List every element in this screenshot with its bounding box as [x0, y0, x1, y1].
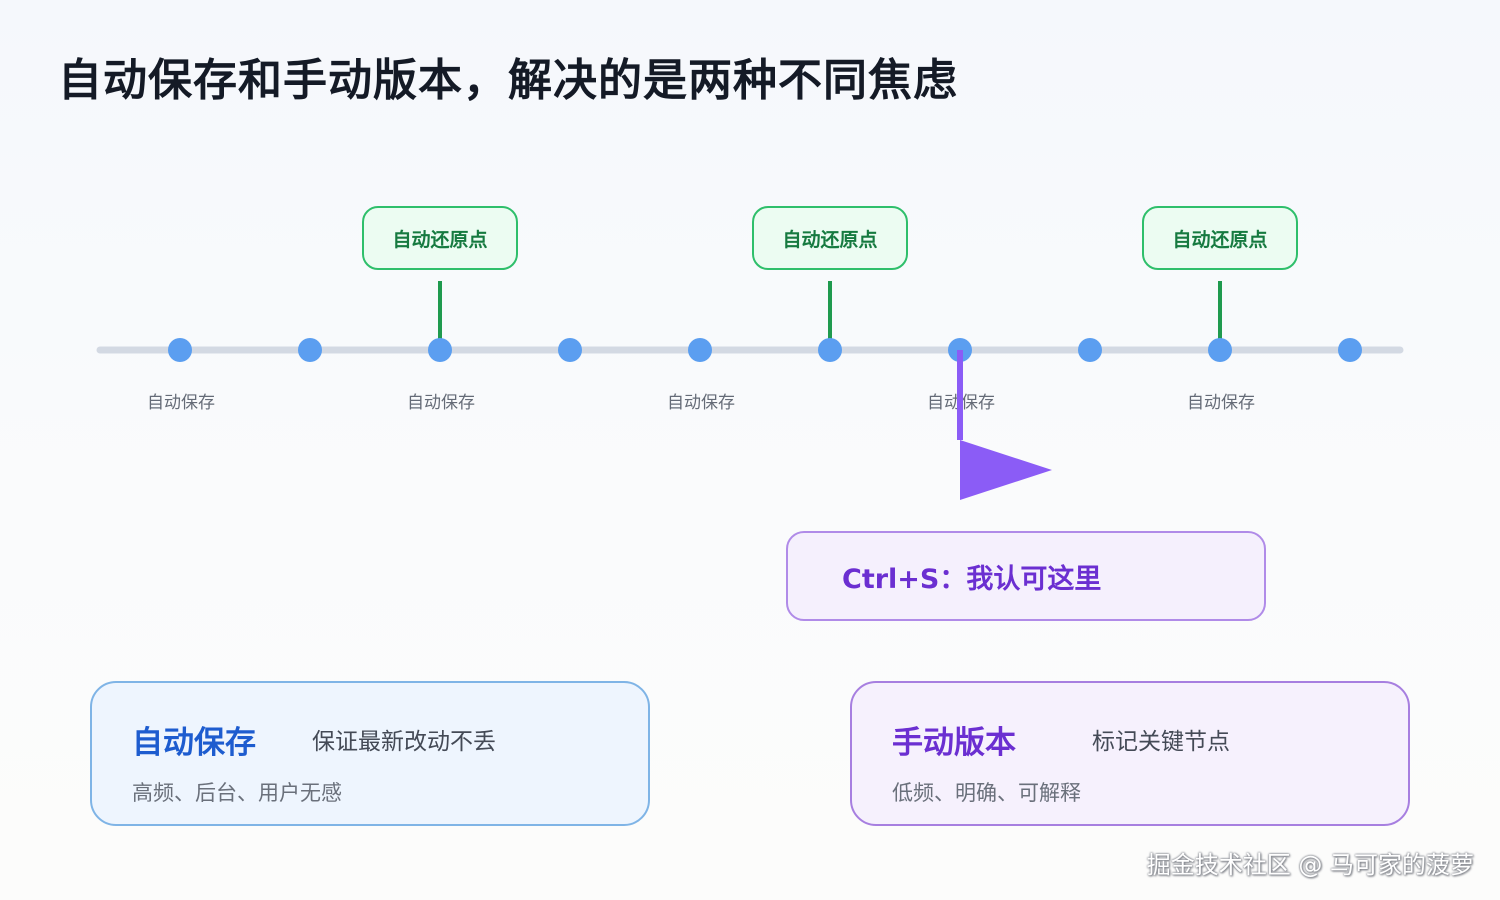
autosave-card-subtitle: 保证最新改动不丢 [312, 729, 496, 755]
manual-version-card-subtitle: 标记关键节点 [1092, 729, 1230, 755]
autosave-card-description: 高频、后台、用户无感 [132, 781, 342, 805]
autosave-dot [298, 338, 322, 362]
manual-save-callout: Ctrl+S：我认可这里 [786, 531, 1266, 621]
manual-flag-icon [960, 440, 1052, 500]
autosave-label: 自动保存 [147, 393, 215, 413]
autosave-label: 自动保存 [1187, 393, 1255, 413]
autosave-dot [818, 338, 842, 362]
manual-version-card: 手动版本 标记关键节点 低频、明确、可解释 [850, 681, 1410, 826]
watermark: 掘金技术社区 @ 马可家的菠萝 [1146, 851, 1474, 879]
manual-save-callout-text: Ctrl+S：我认可这里 [842, 563, 1102, 595]
page-title: 自动保存和手动版本，解决的是两种不同焦虑 [58, 55, 958, 106]
autosave-dot [688, 338, 712, 362]
autosave-dot [558, 338, 582, 362]
manual-version-card-title: 手动版本 [892, 725, 1016, 761]
manual-version-card-description: 低频、明确、可解释 [892, 781, 1081, 805]
autosave-label: 自动保存 [407, 393, 475, 413]
autosave-dot [1338, 338, 1362, 362]
autosave-dot [1208, 338, 1232, 362]
autosave-dot [168, 338, 192, 362]
restore-point-badge: 自动还原点 [362, 206, 518, 270]
restore-point-badge: 自动还原点 [1142, 206, 1298, 270]
autosave-dot [428, 338, 452, 362]
autosave-dot [1078, 338, 1102, 362]
restore-point-badge: 自动还原点 [752, 206, 908, 270]
autosave-card-title: 自动保存 [132, 725, 256, 761]
autosave-label: 自动保存 [667, 393, 735, 413]
autosave-card: 自动保存 保证最新改动不丢 高频、后台、用户无感 [90, 681, 650, 826]
